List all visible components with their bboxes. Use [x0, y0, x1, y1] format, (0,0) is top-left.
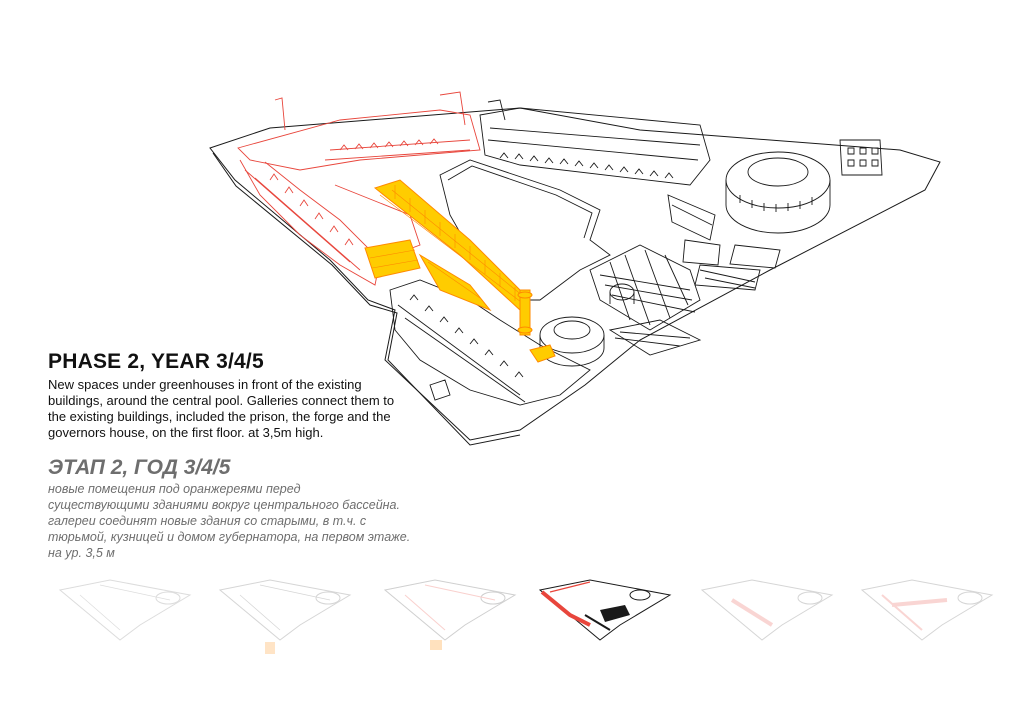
site-entry	[429, 379, 451, 401]
description-line: тюрьмой, кузницей и домом губернатора, н…	[48, 530, 411, 544]
arch-row-red	[269, 138, 439, 246]
phase-thumbnail-4-active[interactable]	[530, 570, 680, 665]
existing-buildings-black	[389, 99, 883, 406]
phase-thumbnail-1[interactable]	[50, 570, 200, 665]
orange-tower	[517, 289, 533, 336]
gallery-lower-block	[364, 239, 421, 279]
gallery-pool-link	[529, 344, 556, 363]
existing-buildings-red	[237, 91, 481, 286]
description-line: New spaces under greenhouses in front of…	[48, 377, 362, 392]
phase-thumbnail-6[interactable]	[852, 570, 1002, 665]
phase-description-en: New spaces under greenhouses in front of…	[48, 377, 428, 441]
new-greenhouse-galleries	[364, 179, 556, 363]
description-line: галереи соединят новые здания со старыми…	[48, 514, 367, 528]
phase-description-ru: новые помещения под оранжереями перед су…	[48, 481, 448, 561]
phase-thumbnail-2[interactable]	[210, 570, 360, 665]
phase-title-ru: ЭТАП 2, ГОД 3/4/5	[48, 456, 231, 479]
description-line: новые помещения под оранжереями перед	[48, 482, 301, 496]
phase-thumbnail-strip	[0, 570, 1024, 670]
phase-thumbnail-3[interactable]	[375, 570, 525, 665]
arch-row-black	[499, 152, 674, 179]
description-line: на ур. 3,5 м	[48, 546, 115, 560]
description-line: buildings, around the central pool. Gall…	[48, 393, 395, 408]
description-line: существующими зданиями вокруг центрально…	[48, 498, 400, 512]
phase-thumbnail-5[interactable]	[692, 570, 842, 665]
description-line: governors house, on the first floor. at …	[48, 425, 324, 440]
description-line: the existing buildings, included the pri…	[48, 409, 391, 424]
phase-title-en: PHASE 2, YEAR 3/4/5	[48, 350, 264, 373]
